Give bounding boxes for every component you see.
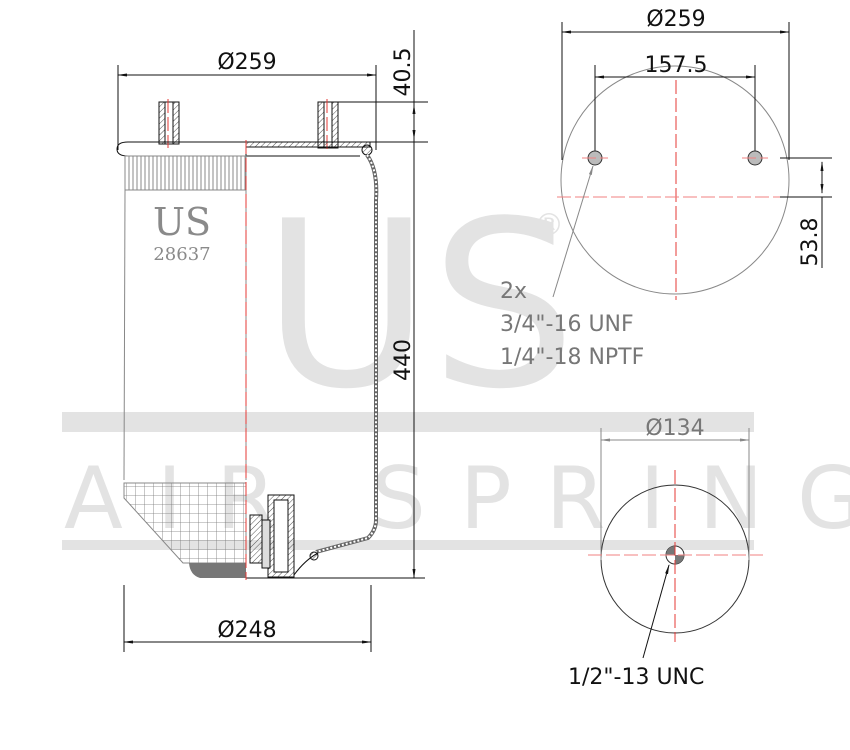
stud-offset-dimension: 53.8: [798, 218, 823, 267]
top-outer-diameter: Ø259: [646, 7, 705, 32]
callout-thread-air-fitting: 1/4"-18 NPTF: [500, 345, 644, 370]
watermark-band-top: [62, 412, 754, 432]
piston-diameter: Ø134: [645, 416, 704, 441]
side-view: Ø259 US 28637: [116, 30, 428, 652]
stud-height-dimension: 40.5: [391, 48, 416, 97]
registered-mark: ®: [534, 208, 564, 243]
bottom-view: Ø134 1/2"-13 UNC: [568, 416, 763, 690]
stud-spacing-dimension: 157.5: [645, 53, 708, 78]
callout-thread-stud: 3/4"-16 UNF: [500, 312, 634, 337]
side-top-diameter: Ø259: [217, 50, 276, 75]
side-bottom-diameter: Ø248: [217, 618, 276, 643]
stamp-brand: US: [153, 200, 211, 244]
callout-qty: 2x: [500, 279, 527, 304]
watermark-logo: US: [262, 173, 576, 440]
callout-thread-piston: 1/2"-13 UNC: [568, 665, 704, 690]
watermark-band-bottom: [62, 540, 754, 550]
top-view: Ø259 157.5 53.8 2x 3/4"-16 UNF 1/4"-18 N…: [500, 7, 832, 370]
stamp-part-number: 28637: [153, 244, 210, 265]
overall-height-dimension: 440: [391, 339, 416, 381]
